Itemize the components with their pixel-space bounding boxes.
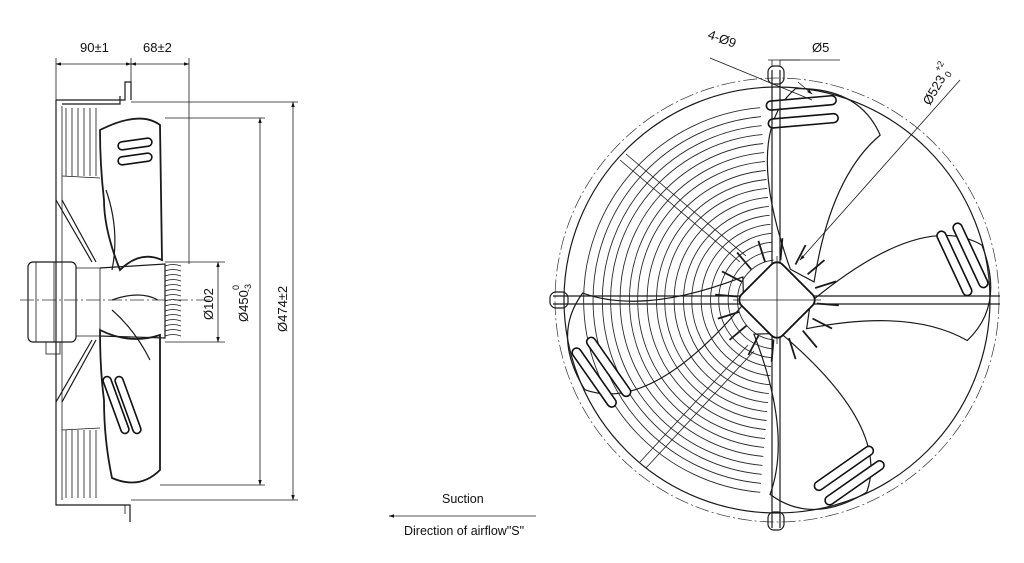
fan-blades-front xyxy=(567,88,992,510)
dim-holes: 4-Ø9 xyxy=(706,27,738,51)
hub-rib-front xyxy=(814,280,837,289)
hub-square xyxy=(733,256,821,344)
dim-blade-tol-upper: 0 xyxy=(231,285,241,290)
grill-ring xyxy=(628,152,765,448)
dim-circle-tol-lower: 0 xyxy=(943,70,954,79)
grill-ring xyxy=(727,250,773,350)
hub-rib-front xyxy=(779,238,784,261)
grill-ring xyxy=(619,143,764,457)
leader-holes xyxy=(709,57,813,101)
hub-rib-front xyxy=(736,251,752,270)
grill-ring xyxy=(664,187,768,413)
fan-blade xyxy=(753,332,885,510)
hub-rib xyxy=(164,294,182,297)
dim-outer: Ø474±2 xyxy=(275,286,290,332)
dim-circle-main: Ø523 xyxy=(920,72,949,107)
hub-rib-front xyxy=(717,311,740,320)
dim-blade-main: Ø450 xyxy=(236,290,251,322)
fan-blade-outline xyxy=(805,234,992,342)
suction-label: Suction xyxy=(442,492,484,506)
grill-ring xyxy=(700,223,771,377)
fan-blades-side xyxy=(99,117,163,484)
hub-rib xyxy=(164,274,182,277)
hub-rib xyxy=(164,334,182,337)
hub-rib xyxy=(164,284,182,287)
dim-hole-small: Ø5 xyxy=(812,40,829,55)
blade-slot xyxy=(571,347,617,408)
hub-rib-front xyxy=(757,240,766,263)
leader-diameter xyxy=(799,79,961,261)
grill-ring xyxy=(637,161,765,439)
grill-rings xyxy=(563,86,991,514)
grill-ring xyxy=(718,241,772,359)
hub-rib xyxy=(164,324,182,327)
hub-rib xyxy=(164,279,182,282)
hub-rib-front xyxy=(807,259,826,275)
dim-top-left: 90±1 xyxy=(80,40,109,55)
fan-blade xyxy=(567,276,745,408)
grill-ring xyxy=(673,196,769,404)
airflow-direction-label: Direction of airflow"S" xyxy=(404,524,524,538)
blade-slot xyxy=(585,336,632,398)
hub-rib-front xyxy=(721,270,742,283)
hub-rib xyxy=(164,314,182,317)
grill-ring xyxy=(592,116,762,484)
hub-rib-front xyxy=(802,330,818,349)
blade-slot xyxy=(765,94,837,111)
dim-circle-tol-upper: +2 xyxy=(932,59,946,73)
fan-blade-outline xyxy=(766,88,881,283)
hub-rib-front xyxy=(788,337,797,360)
grill-ring xyxy=(646,170,766,430)
side-view: 90±1 68±2 Ø102 Ø450 0 -3 Ø474±2 xyxy=(20,40,298,522)
grill-ring xyxy=(601,125,762,475)
fan-blade-outline xyxy=(567,276,745,395)
grill-ring xyxy=(583,107,761,493)
dim-top-right: 68±2 xyxy=(143,40,172,55)
hub-rib-front xyxy=(728,325,747,341)
grill-ring xyxy=(683,205,769,395)
hub-rib xyxy=(164,319,182,322)
hub-rib-front xyxy=(794,244,807,265)
hub-rib-front xyxy=(812,317,833,330)
blade-slot xyxy=(952,222,989,289)
hub-rib xyxy=(164,299,182,302)
mounting-feet xyxy=(549,65,785,531)
hub-rib xyxy=(164,264,182,267)
fan-blade xyxy=(805,222,992,342)
airflow-indicator: Suction Direction of airflow"S" xyxy=(388,492,536,538)
grill-ring xyxy=(710,232,772,368)
hub-rib xyxy=(164,304,182,307)
dim-hub: Ø102 xyxy=(201,288,216,320)
housing-fins-top xyxy=(61,108,101,179)
hub-rib xyxy=(164,289,182,292)
blade-slot xyxy=(824,460,885,506)
blade-slot xyxy=(767,112,839,129)
motor-body xyxy=(27,261,101,355)
dim-blade-tol-lower: -3 xyxy=(243,284,253,292)
hub-ribs xyxy=(164,264,182,337)
front-view: 4-Ø9 Ø5 Ø523 +2 0 xyxy=(549,27,1000,531)
hub-rib xyxy=(164,269,182,272)
fan-blade-outline xyxy=(753,332,872,510)
hub-rib-front xyxy=(747,335,760,356)
grill-ring xyxy=(691,214,770,386)
housing-fins-bottom xyxy=(61,427,101,498)
blade-slot xyxy=(936,230,973,297)
blade-slot xyxy=(813,445,875,492)
hub-rib xyxy=(164,309,182,312)
hub-rib xyxy=(164,329,182,332)
fan-blade xyxy=(765,88,881,283)
